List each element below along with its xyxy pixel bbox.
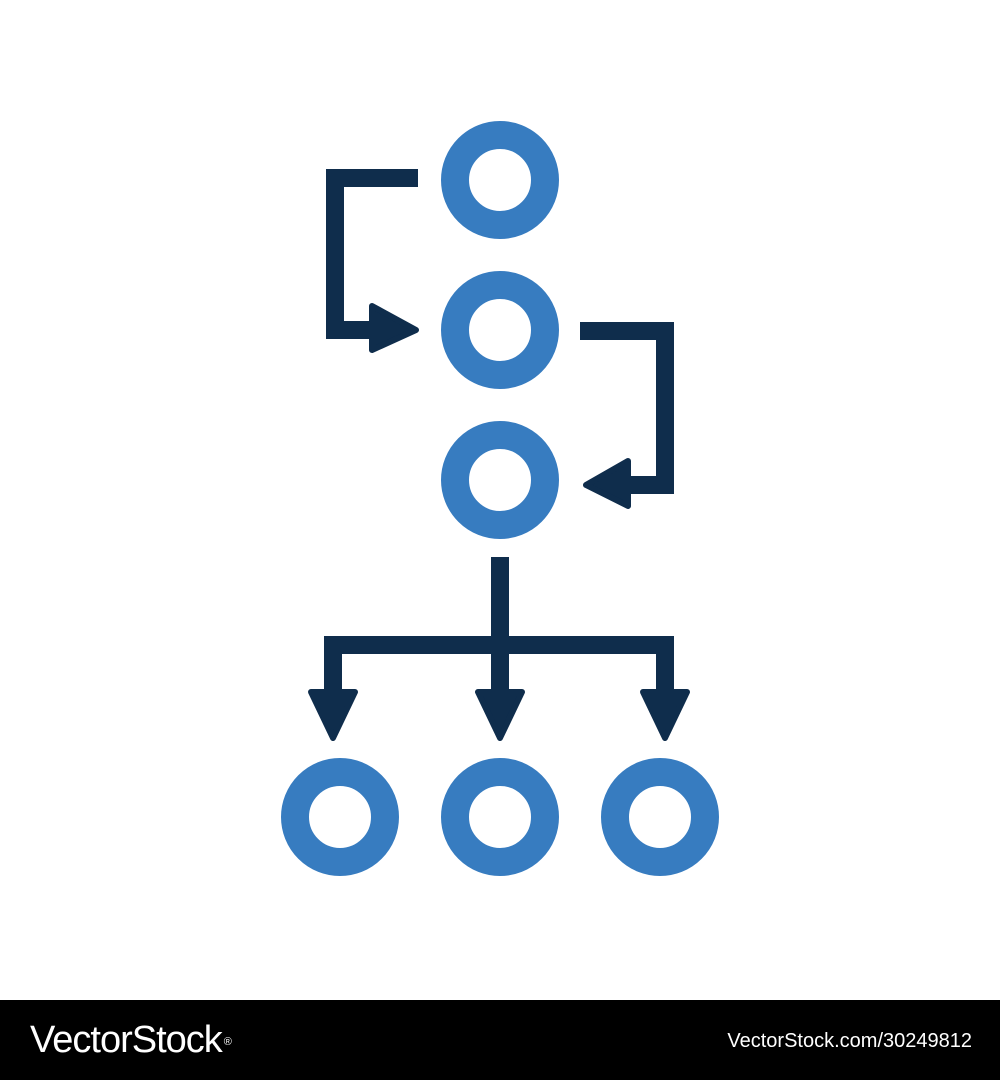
node-circle [441,421,559,539]
arrow-left-icon [583,458,631,509]
arrow-down-icon [475,689,525,741]
arrow-down-icon [308,689,358,741]
image-id-text: VectorStock.com/30249812 [727,1030,972,1052]
loop-connector-left [326,169,418,339]
brand-name: VectorStock [30,1019,223,1061]
nodes [281,121,719,876]
registered-mark: ® [223,1036,232,1048]
arrowheads [308,303,690,741]
arrow-right-icon [369,303,419,353]
node-circle [441,121,559,239]
workflow-hierarchy-icon [281,121,719,876]
node-circle [601,758,719,876]
watermark-footer: VectorStock® VectorStock.com/30249812 [0,1000,1000,1080]
brand-logo: VectorStock® [30,1016,232,1064]
node-circle [441,758,559,876]
node-circle [441,271,559,389]
node-circle [281,758,399,876]
loop-connector-right [580,322,674,494]
connectors [324,169,674,695]
arrow-down-icon [640,689,690,741]
illustration-canvas [281,121,719,876]
